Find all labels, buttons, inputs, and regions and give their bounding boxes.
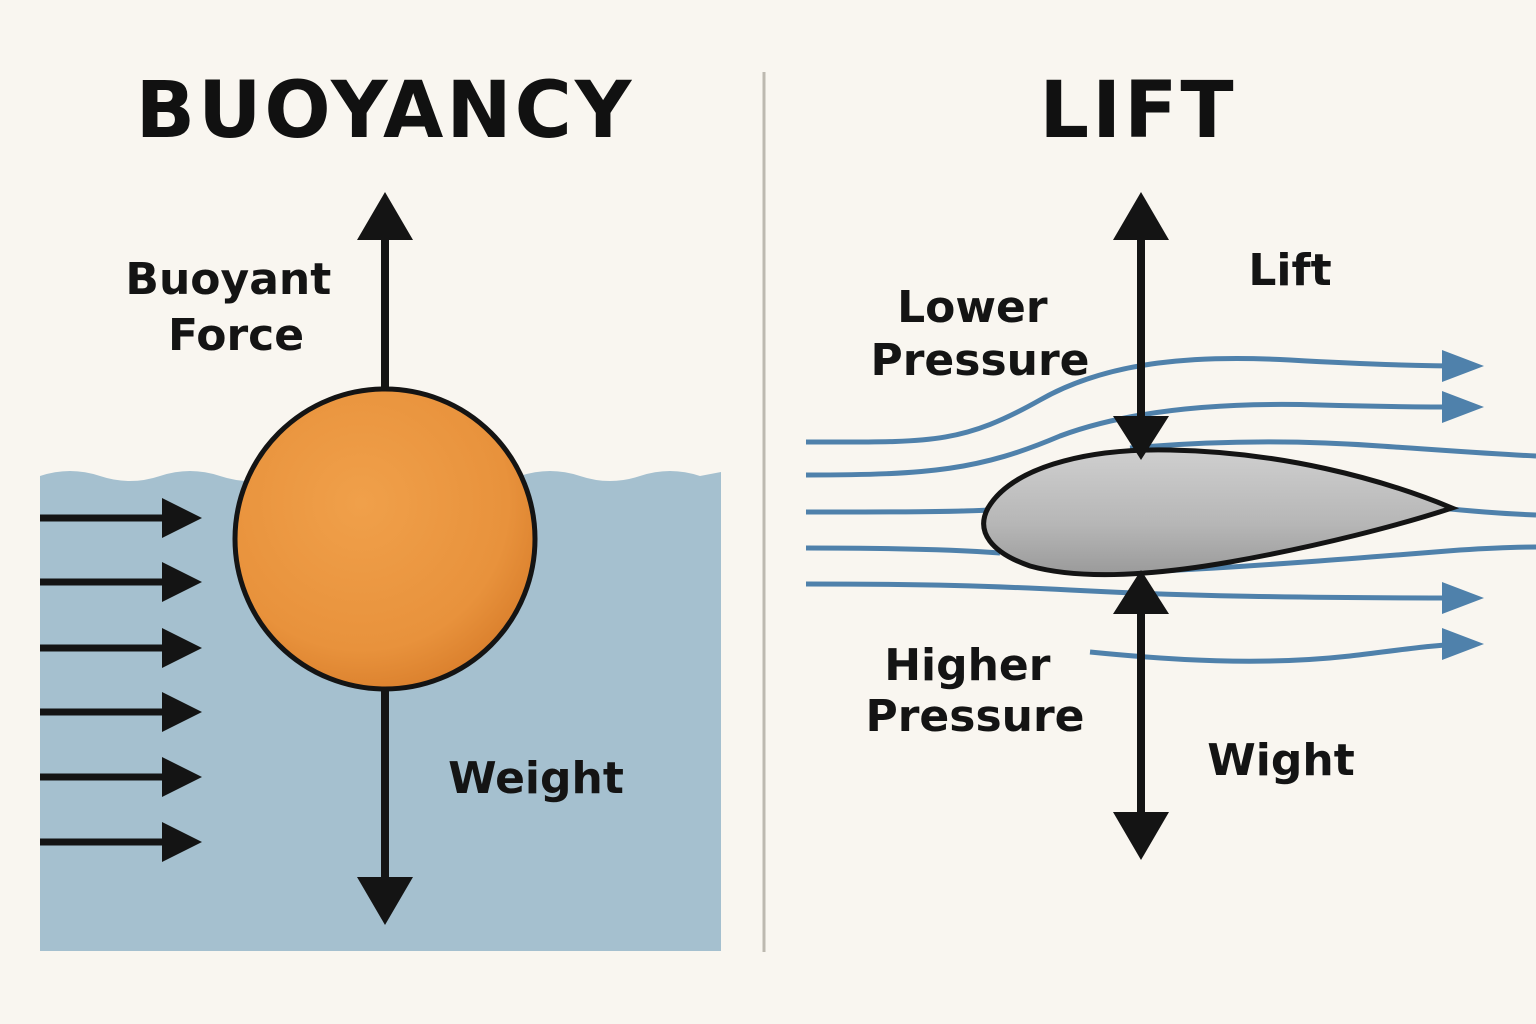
weight-label: Weight (448, 753, 624, 804)
streamline (1129, 439, 1536, 459)
streamline (805, 507, 991, 515)
lift-weight-arrow (1113, 570, 1169, 860)
higher-pressure-label: Higher Pressure (865, 640, 1084, 742)
water-body (40, 471, 721, 951)
streamline (805, 581, 1469, 601)
pressure-arrow (40, 692, 202, 732)
pressure-arrow (40, 757, 202, 797)
lift-weight-label: Wight (1207, 735, 1354, 786)
streamline-arrowhead (1442, 628, 1484, 660)
streamline (805, 545, 1001, 556)
buoyant-force-label: Buoyant Force (125, 254, 346, 361)
pressure-arrow (40, 822, 202, 862)
pressure-arrow (40, 498, 202, 538)
pressure-arrow (40, 562, 202, 602)
weight-arrow (357, 688, 413, 925)
water-pressure-arrows (40, 498, 202, 862)
buoyant-force-arrow (357, 192, 413, 390)
streamline (805, 401, 1469, 478)
streamline (1159, 544, 1536, 574)
lift-panel: LIFT (805, 66, 1536, 860)
airfoil (981, 447, 1460, 578)
buoyancy-title: BUOYANCY (136, 66, 635, 156)
floating-ball (232, 386, 538, 692)
streamline-arrowhead (1442, 582, 1484, 614)
lift-label: Lift (1248, 245, 1331, 296)
streamline-arrowhead (1442, 350, 1484, 382)
streamline-arrowhead (1442, 391, 1484, 423)
lift-arrow (1113, 192, 1169, 460)
pressure-arrow (40, 628, 202, 668)
streamline (1089, 641, 1469, 664)
lower-pressure-label: Lower Pressure (870, 282, 1089, 386)
buoyancy-panel: BUOYANCY (40, 66, 721, 951)
lift-title: LIFT (1039, 66, 1236, 156)
